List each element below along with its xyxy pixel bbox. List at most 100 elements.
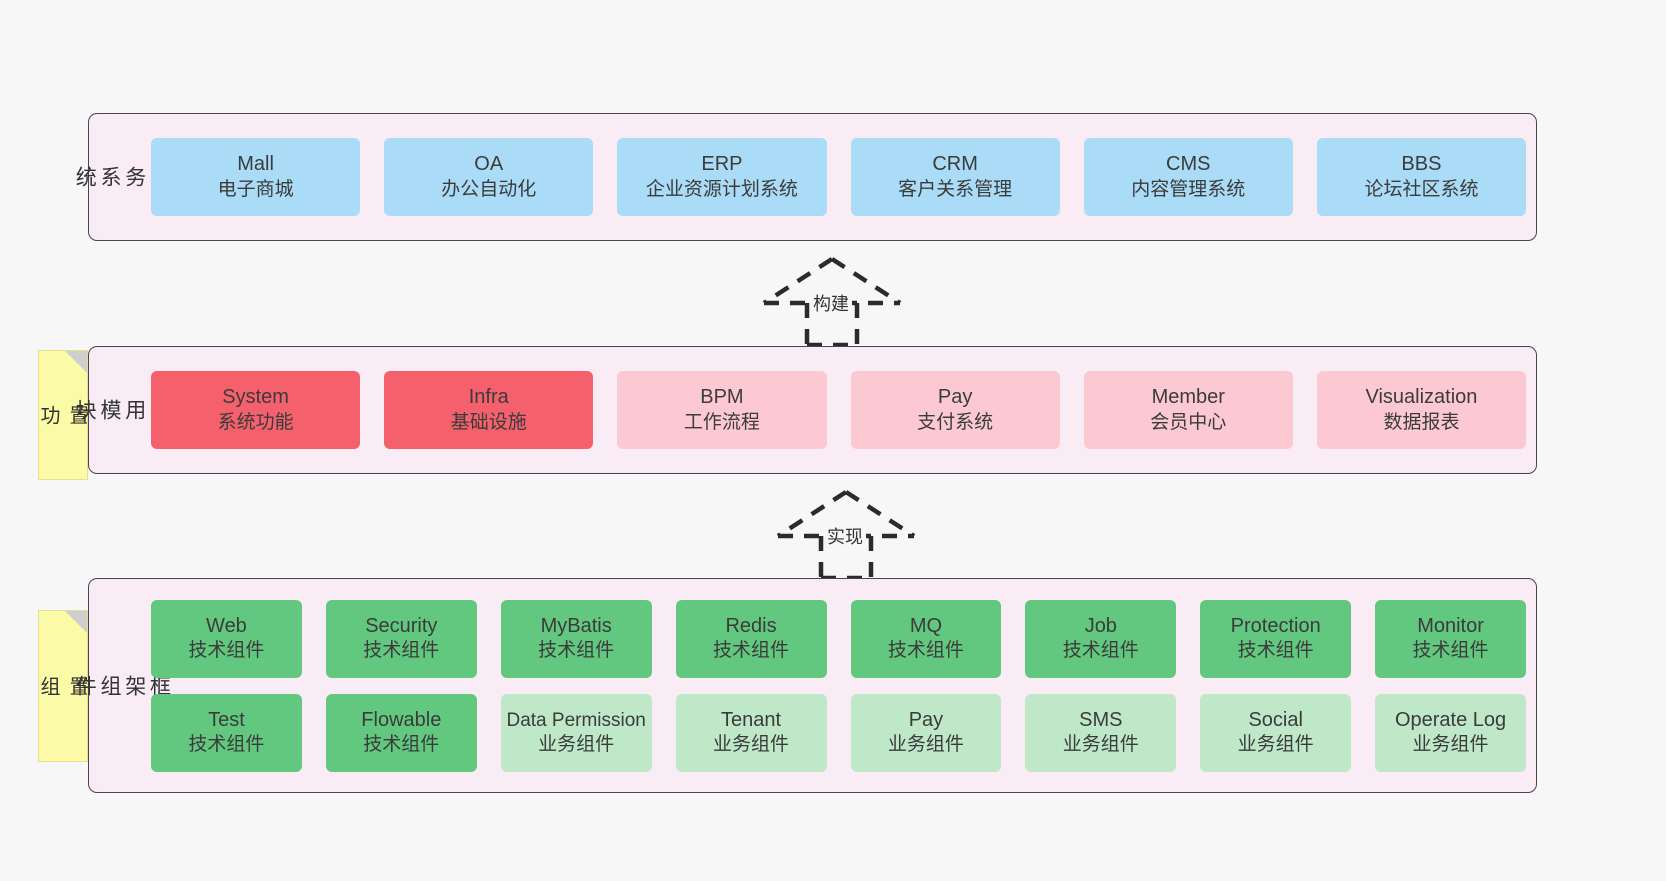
node-title: ERP [701,153,743,176]
node-title: Pay [937,386,973,409]
node-job[interactable]: Job 技术组件 [1025,599,1177,678]
connector-build: 构建 [752,255,912,348]
node-subtitle: 基础设施 [450,411,527,433]
node-web[interactable]: Web 技术组件 [151,599,302,678]
node-subtitle: 技术组件 [188,640,265,662]
node-title: Member [1151,386,1225,409]
node-social[interactable]: Social 业务组件 [1200,693,1352,772]
node-operate-log[interactable]: Operate Log 业务组件 [1375,693,1526,772]
node-subtitle: 内容管理系统 [1131,178,1246,200]
connector-implement-label: 实现 [824,523,866,549]
layer-common-modules: 通 用 模 块 System 系统功能 Infra 基础设施 BPM 工作流程 … [73,346,1537,474]
node-subtitle: 技术组件 [363,734,440,756]
node-bpm[interactable]: BPM 工作流程 [617,371,827,449]
node-title: CRM [932,153,978,176]
node-subtitle: 技术组件 [363,640,440,662]
node-title: Job [1084,614,1117,637]
common-row: System 系统功能 Infra 基础设施 BPM 工作流程 Pay 支付系统… [151,371,1527,449]
note-text: 内 置 功 能 [38,404,88,426]
node-tenant[interactable]: Tenant 业务组件 [675,693,827,772]
node-subtitle: 业务组件 [538,733,615,755]
node-subtitle: 业务组件 [1062,734,1139,756]
node-title: MQ [909,614,943,637]
node-subtitle: 技术组件 [1237,640,1314,662]
node-title: SMS [1079,708,1123,731]
business-row: Mall 电子商城 OA 办公自动化 ERP 企业资源计划系统 CRM 客户关系… [151,138,1527,216]
node-subtitle: 技术组件 [188,734,265,756]
node-sms[interactable]: SMS 业务组件 [1025,693,1177,772]
node-title: Web [206,614,247,637]
node-subtitle: 系统功能 [217,411,294,433]
node-system[interactable]: System 系统功能 [151,371,361,449]
node-title: MyBatis [540,614,612,637]
node-title: BBS [1401,153,1442,176]
node-oa[interactable]: OA 办公自动化 [384,138,594,216]
node-title: BPM [700,386,744,409]
connector-implement: 实现 [766,488,926,581]
layer-title-business: 业 务 系 统 [73,166,170,188]
node-subtitle: 业务组件 [1237,734,1314,756]
layer-business-systems: 业 务 系 统 Mall 电子商城 OA 办公自动化 ERP 企业资源计划系统 … [73,113,1537,241]
framework-row-tech: Web 技术组件 Security 技术组件 MyBatis 技术组件 Redi… [151,599,1526,678]
node-title: System [222,386,289,409]
business-nodes-area: Mall 电子商城 OA 办公自动化 ERP 企业资源计划系统 CRM 客户关系… [147,120,1530,234]
node-title: CMS [1166,153,1211,176]
node-member[interactable]: Member 会员中心 [1083,371,1293,449]
node-subtitle: 工作流程 [683,411,760,433]
node-visualization[interactable]: Visualization 数据报表 [1316,371,1527,449]
node-title: Data Permission [506,709,646,731]
framework-row-business: Test 技术组件 Flowable 技术组件 Data Permission … [151,693,1526,772]
node-subtitle: 技术组件 [1062,640,1139,662]
node-infra[interactable]: Infra 基础设施 [384,371,594,449]
node-subtitle: 技术组件 [713,640,790,662]
note-text: 内 置 组 件 [38,675,88,697]
generalization-arrow-icon [762,257,902,348]
node-title: Infra [468,386,509,409]
node-bbs[interactable]: BBS 论坛社区系统 [1316,138,1527,216]
note-builtin-features: 内 置 功 能 [38,350,88,480]
node-mq[interactable]: MQ 技术组件 [850,599,1002,678]
node-redis[interactable]: Redis 技术组件 [675,599,827,678]
node-subtitle: 技术组件 [538,640,615,662]
node-subtitle: 技术组件 [887,640,964,662]
node-monitor[interactable]: Monitor 技术组件 [1375,599,1526,678]
node-subtitle: 业务组件 [1412,734,1489,756]
node-subtitle: 会员中心 [1150,411,1227,433]
layer-title-framework: 框 架 组 件 [73,674,171,697]
node-subtitle: 数据报表 [1383,411,1460,433]
node-title: Visualization [1365,386,1478,409]
framework-nodes-area: Web 技术组件 Security 技术组件 MyBatis 技术组件 Redi… [147,585,1530,786]
node-subtitle: 电子商城 [217,178,294,200]
node-title: Security [365,614,438,637]
note-builtin-components: 内 置 组 件 [38,610,88,762]
node-mall[interactable]: Mall 电子商城 [151,138,361,216]
node-title: Tenant [721,708,782,731]
common-nodes-area: System 系统功能 Infra 基础设施 BPM 工作流程 Pay 支付系统… [147,353,1530,467]
node-subtitle: 业务组件 [713,734,790,756]
node-title: OA [474,153,504,176]
node-protection[interactable]: Protection 技术组件 [1200,599,1352,678]
node-title: Redis [725,614,777,637]
node-pay-component[interactable]: Pay 业务组件 [850,693,1002,772]
node-cms[interactable]: CMS 内容管理系统 [1083,138,1293,216]
node-test[interactable]: Test 技术组件 [151,693,302,772]
node-flowable[interactable]: Flowable 技术组件 [325,693,477,772]
node-security[interactable]: Security 技术组件 [325,599,477,678]
node-data-permission[interactable]: Data Permission 业务组件 [500,693,652,772]
layer-framework-components: 框 架 组 件 Web 技术组件 Security 技术组件 MyBatis 技… [73,578,1537,793]
node-title: Protection [1230,614,1321,637]
layer-title-common: 通 用 模 块 [73,399,170,421]
node-subtitle: 支付系统 [917,411,994,433]
node-title: Flowable [361,708,442,731]
node-mybatis[interactable]: MyBatis 技术组件 [500,599,652,678]
node-subtitle: 技术组件 [1412,640,1489,662]
node-title: Monitor [1417,614,1484,637]
node-erp[interactable]: ERP 企业资源计划系统 [617,138,827,216]
node-crm[interactable]: CRM 客户关系管理 [850,138,1060,216]
node-pay[interactable]: Pay 支付系统 [850,371,1060,449]
node-subtitle: 业务组件 [887,734,964,756]
node-title: Operate Log [1394,708,1507,731]
connector-build-label: 构建 [810,290,852,316]
node-subtitle: 论坛社区系统 [1364,178,1479,200]
node-title: Test [208,708,245,731]
